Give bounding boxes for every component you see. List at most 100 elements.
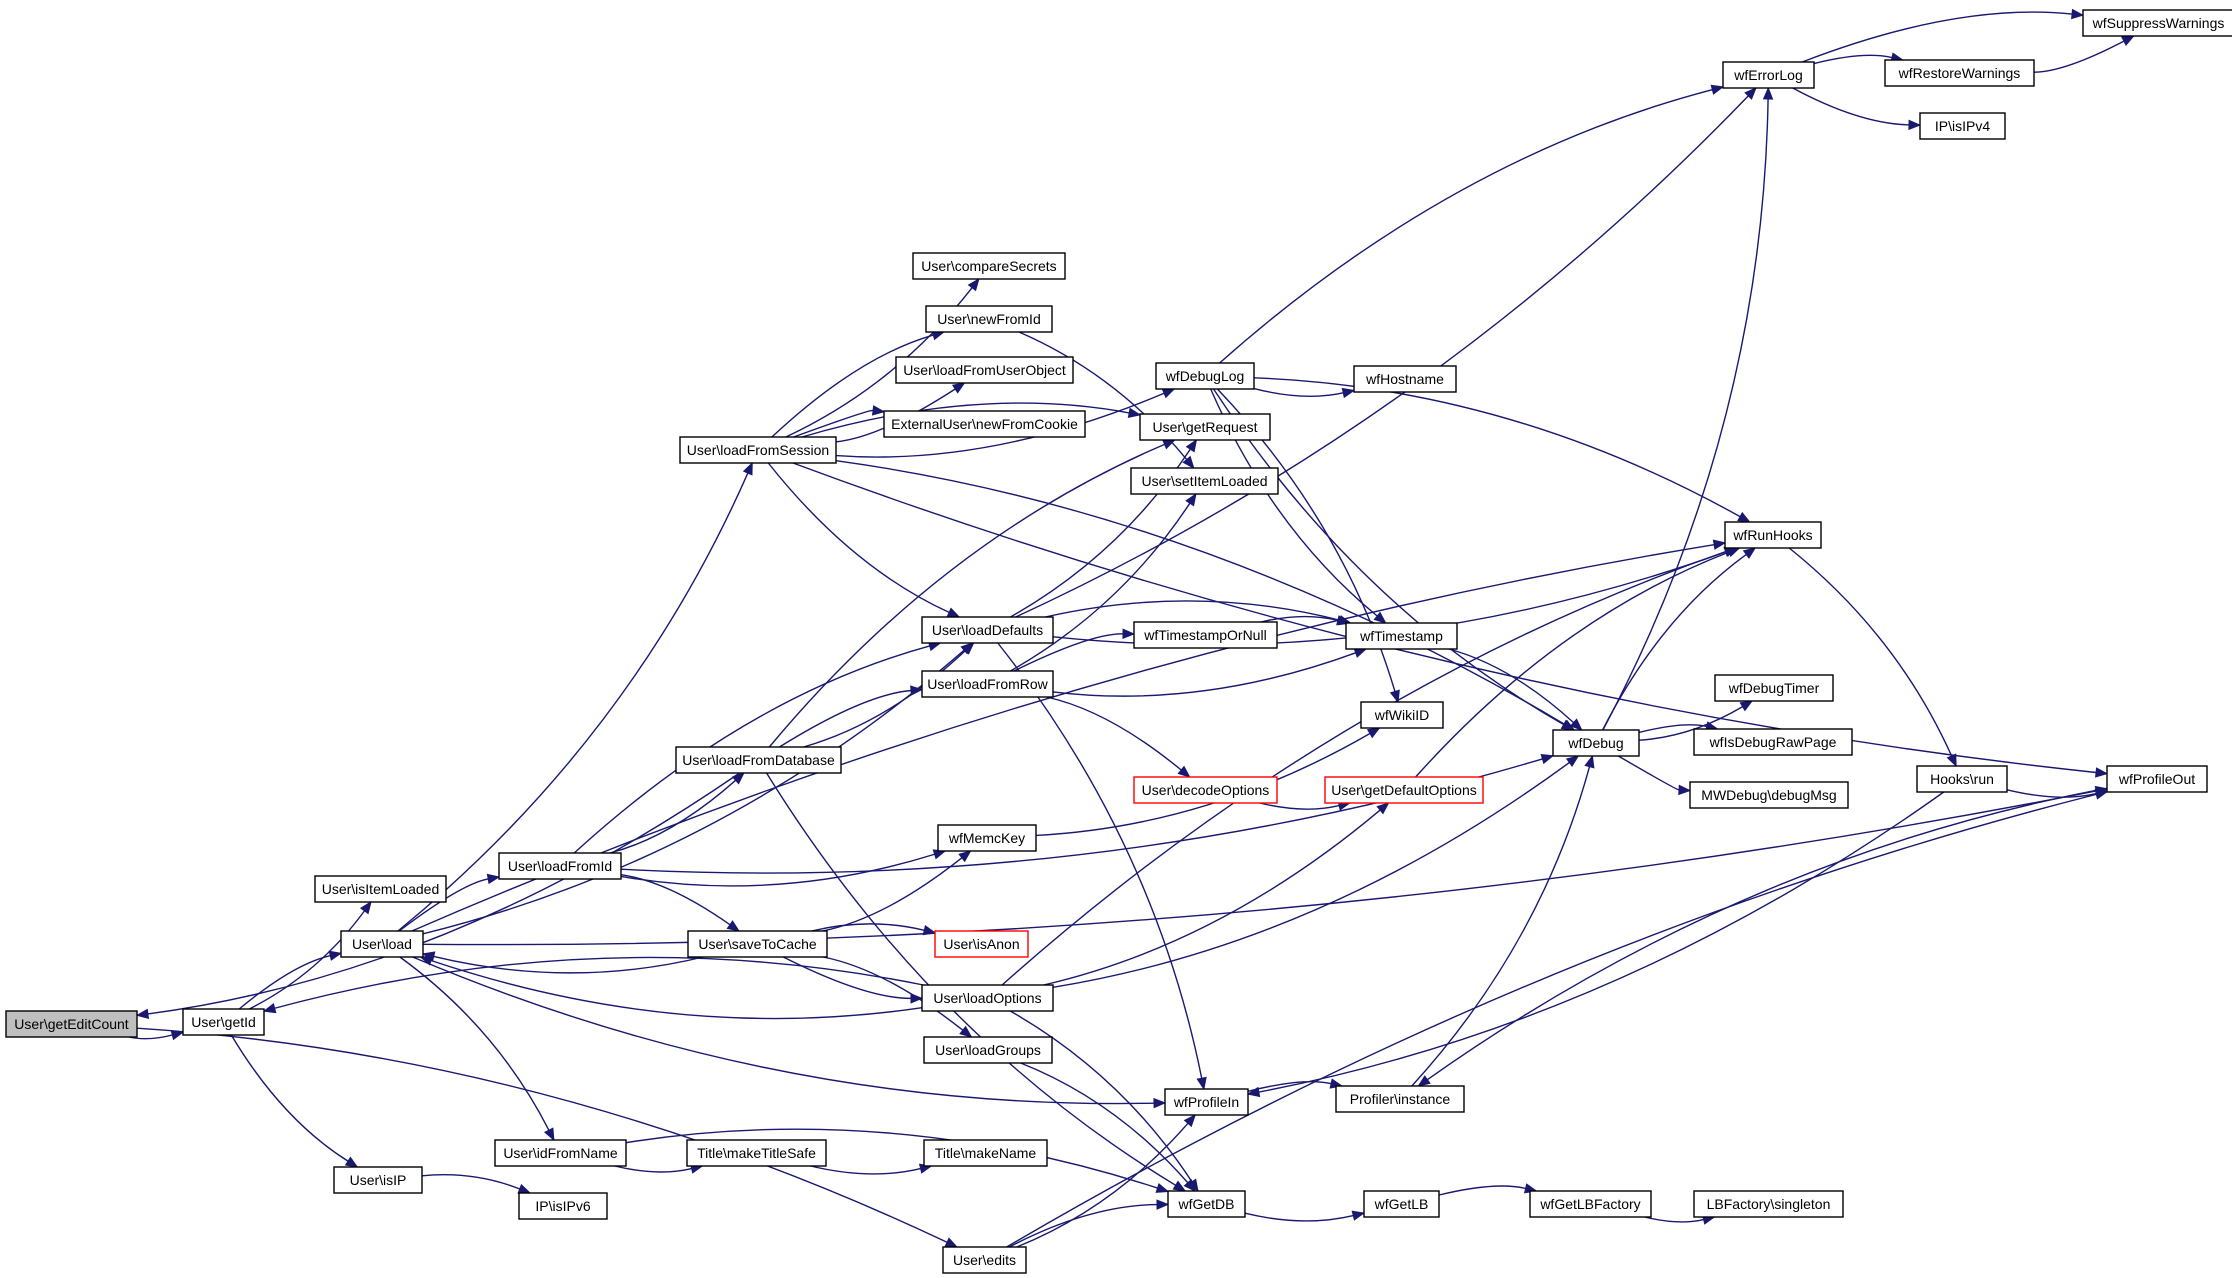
graph-edge-arrowhead [1156,1199,1170,1210]
graph-edge [422,642,974,935]
graph-node-profiler-instance[interactable]: Profiler\instance [1335,1085,1465,1113]
graph-node-box [923,1139,1048,1167]
graph-node-load-from-session[interactable]: User\loadFromSession [679,436,837,464]
graph-node-label: wfGetLBFactory [1539,1196,1640,1212]
graph-edge-arrowhead [1908,119,1922,131]
graph-node-get-id[interactable]: User\getId [182,1008,265,1036]
graph-edge [1052,755,1580,989]
graph-node-box [1884,59,2035,87]
graph-node-lb-singleton[interactable]: LBFactory\singleton [1693,1190,1844,1218]
graph-edge-arrowhead [1946,753,1957,768]
graph-node-wf-error-log[interactable]: wfErrorLog [1722,61,1815,89]
graph-node-wf-hostname[interactable]: wfHostname [1353,365,1457,393]
graph-node-wf-get-d-b[interactable]: wfGetDB [1167,1190,1246,1218]
graph-edge [609,772,745,854]
graph-node-wf-wiki-i-d[interactable]: wfWikiID [1360,701,1444,729]
graph-edge-line [1438,1185,1526,1196]
graph-node-load-from-database[interactable]: User\loadFromDatabase [675,746,842,774]
graph-node-box [1353,365,1457,393]
graph-edge-line [147,772,740,1015]
graph-node-get-request[interactable]: User\getRequest [1139,413,1271,441]
graph-node-wf-get-l-b-factory[interactable]: wfGetLBFactory [1529,1190,1652,1218]
graph-node-label: wfProfileIn [1173,1094,1239,1110]
graph-node-wf-debug-timer[interactable]: wfDebugTimer [1714,674,1834,702]
graph-edge [397,461,753,932]
graph-node-load-from-user-object[interactable]: User\loadFromUserObject [895,356,1074,384]
graph-node-label: wfGetDB [1177,1196,1234,1212]
graph-edge-arrowhead [1376,802,1390,815]
graph-node-is-i-p[interactable]: User\isIP [333,1166,423,1194]
graph-edge [1792,87,1922,131]
graph-node-wf-is-debug-raw-page[interactable]: wfIsDebugRawPage [1693,728,1853,756]
graph-node-label: User\loadFromDatabase [682,752,835,768]
graph-node-label: IP\isIPv4 [1935,118,1990,134]
graph-node-get-edit-count[interactable]: User\getEditCount [5,1010,138,1038]
graph-node-compare-secrets[interactable]: User\compareSecrets [912,252,1066,280]
graph-node-load[interactable]: User\load [340,930,424,958]
graph-edge [1801,8,2085,63]
graph-edge-line [1015,95,1749,618]
graph-node-wf-profile-in[interactable]: wfProfileIn [1164,1088,1249,1116]
graph-edge-line [422,649,965,935]
graph-edge-line [1411,766,1591,1087]
graph-edge [412,956,1167,1109]
graph-node-decode-options[interactable]: User\decodeOptions [1133,776,1278,804]
graph-edge-line [835,460,1566,725]
graph-node-wf-suppress-warnings[interactable]: wfSuppressWarnings [2082,9,2232,37]
graph-node-make-title-safe[interactable]: Title\makeTitleSafe [686,1139,827,1167]
graph-edge-line [1601,553,1747,731]
graph-edge-arrowhead [328,950,343,961]
graph-node-label: wfWikiID [1374,707,1429,723]
graph-edge-arrowhead [1341,387,1356,399]
graph-edge [262,956,924,1014]
graph-edge [1045,600,1352,626]
graph-node-box [333,1166,423,1194]
graph-node-wf-profile-out[interactable]: wfProfileOut [2106,765,2208,793]
graph-edge-arrowhead [1122,628,1136,640]
graph-node-wf-get-l-b[interactable]: wfGetLB [1363,1190,1440,1218]
graph-node-wf-memc-key[interactable]: wfMemcKey [937,824,1037,852]
graph-edge-line [1788,547,1953,757]
graph-node-box [1164,1088,1249,1116]
graph-node-label: ExternalUser\newFromCookie [891,416,1078,432]
graph-node-label: IP\isIPv6 [535,1198,590,1214]
graph-node-id-from-name[interactable]: User\idFromName [494,1139,627,1167]
graph-node-wf-timestamp[interactable]: wfTimestamp [1345,622,1458,650]
graph-node-edits[interactable]: User\edits [942,1246,1027,1274]
graph-node-is-i-pv6[interactable]: IP\isIPv6 [518,1192,608,1220]
graph-node-new-from-cookie[interactable]: ExternalUser\newFromCookie [883,410,1086,438]
graph-node-label: MWDebug\debugMsg [1701,787,1836,803]
graph-node-make-name[interactable]: Title\makeName [923,1139,1048,1167]
graph-node-label: wfDebugLog [1165,368,1245,384]
graph-node-load-defaults[interactable]: User\loadDefaults [921,616,1054,644]
graph-node-save-to-cache[interactable]: User\saveToCache [687,930,828,958]
graph-node-wf-debug[interactable]: wfDebug [1552,729,1640,757]
graph-edge-arrowhead [1353,648,1368,658]
graph-node-load-from-row[interactable]: User\loadFromRow [921,670,1054,698]
graph-node-set-item-loaded[interactable]: User\setItemLoaded [1130,467,1279,495]
graph-edge-line [421,1174,521,1190]
graph-node-is-anon[interactable]: User\isAnon [934,930,1029,958]
graph-node-hooks-run[interactable]: Hooks\run [1916,765,2008,793]
graph-node-box [498,852,622,880]
graph-node-load-options[interactable]: User\loadOptions [921,984,1054,1012]
graph-node-is-i-pv4[interactable]: IP\isIPv4 [1919,112,2006,140]
graph-node-load-from-id[interactable]: User\loadFromId [498,852,622,880]
graph-edge-line [1001,550,1726,986]
graph-node-wf-debug-log[interactable]: wfDebugLog [1155,362,1255,390]
graph-edge-line [1052,761,1570,989]
graph-edge [421,1174,532,1194]
graph-edge-line [620,853,935,887]
graph-edge-arrowhead [262,1003,277,1014]
graph-node-wf-timestamp-or-null[interactable]: wfTimestampOrNull [1133,621,1278,649]
graph-edge-arrowhead [946,607,961,618]
graph-node-wf-restore-warnings[interactable]: wfRestoreWarnings [1884,59,2035,87]
graph-node-load-groups[interactable]: User\loadGroups [923,1036,1053,1064]
graph-node-is-item-loaded[interactable]: User\isItemLoaded [314,875,447,903]
graph-edge-line [1253,377,1741,518]
graph-node-new-from-id[interactable]: User\newFromId [925,305,1053,333]
graph-node-wf-run-hooks[interactable]: wfRunHooks [1724,521,1822,549]
graph-node-get-default-options[interactable]: User\getDefaultOptions [1324,776,1484,804]
graph-node-debug-msg[interactable]: MWDebug\debugMsg [1689,781,1849,809]
graph-edge-line [1212,388,1564,726]
